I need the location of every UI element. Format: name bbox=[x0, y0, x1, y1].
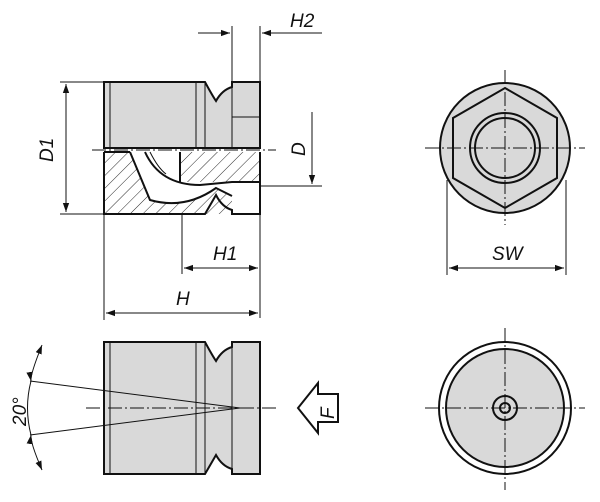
d-label: D bbox=[289, 142, 310, 156]
h1-label: H1 bbox=[213, 244, 237, 265]
front-round-view bbox=[425, 328, 585, 490]
dim-d1: D1 bbox=[37, 81, 104, 215]
front-hex-view bbox=[425, 70, 585, 225]
h-label: H bbox=[176, 289, 190, 310]
force-arrow: F bbox=[296, 380, 339, 436]
d1-label: D1 bbox=[37, 138, 58, 162]
side-section-view bbox=[92, 81, 276, 215]
dim-h2: H2 bbox=[198, 11, 322, 82]
dim-d: D bbox=[260, 112, 322, 187]
lower-body-outline bbox=[103, 152, 261, 215]
h2-label: H2 bbox=[290, 11, 315, 32]
dim-h: H bbox=[103, 214, 258, 320]
force-arrow-icon bbox=[296, 380, 339, 436]
angle-label: 20° bbox=[10, 397, 31, 427]
force-label: F bbox=[318, 406, 339, 419]
inner-pocket bbox=[129, 151, 233, 205]
dim-h1: H1 bbox=[181, 214, 261, 318]
dim-sw: SW bbox=[446, 180, 567, 275]
dim-angle: 20° bbox=[10, 344, 241, 471]
section-hatch bbox=[104, 152, 260, 214]
upper-body bbox=[103, 81, 261, 149]
side-exterior-view bbox=[86, 341, 278, 475]
sw-label: SW bbox=[492, 244, 525, 265]
